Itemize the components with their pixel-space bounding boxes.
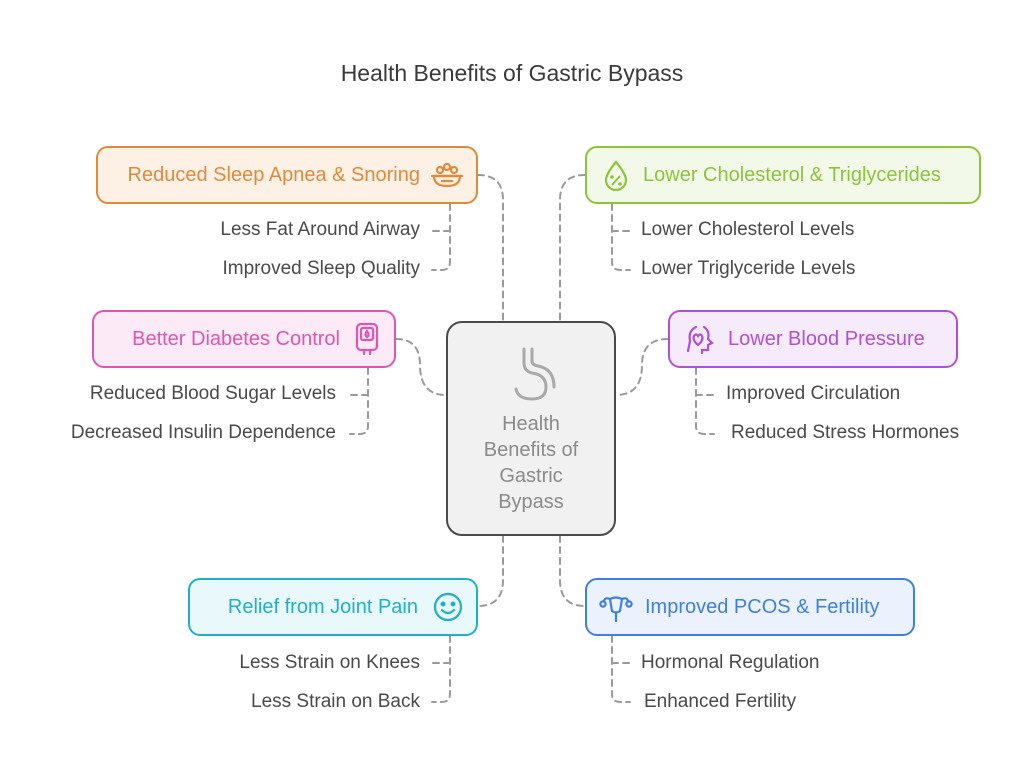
branch-label: Lower Blood Pressure [728, 327, 925, 350]
branch-joint-pain: Relief from Joint Pain [188, 578, 478, 636]
branch-label: Better Diabetes Control [132, 327, 340, 350]
sub-item: Lower Triglyceride Levels [641, 258, 856, 279]
sub-item: Improved Sleep Quality [222, 258, 421, 279]
sub-item: Decreased Insulin Dependence [70, 422, 336, 443]
head-heart-icon [686, 325, 714, 355]
branch-blood-pressure: Lower Blood Pressure [668, 310, 958, 368]
glucose-meter-icon [355, 322, 379, 356]
diagram-title: Health Benefits of Gastric Bypass [340, 60, 684, 86]
stomach-icon [514, 347, 556, 401]
branch-diabetes: Better Diabetes Control [92, 310, 396, 368]
center-line-1: Health [502, 413, 560, 435]
percent-drop-icon [604, 160, 628, 191]
center-line-3: Gastric [499, 465, 563, 487]
smiley-face-icon [433, 592, 463, 622]
connector-diabetes [395, 338, 447, 396]
branch-label: Improved PCOS & Fertility [645, 595, 880, 618]
connector-cholesterol [559, 174, 586, 322]
branch-pcos: Improved PCOS & Fertility [585, 578, 915, 636]
branch-cholesterol: Lower Cholesterol & Triglycerides [585, 146, 981, 204]
sub-item: Reduced Stress Hormones [731, 422, 960, 443]
sub-item: Less Fat Around Airway [220, 219, 420, 240]
center-line-4: Bypass [498, 491, 564, 513]
sub-item: Enhanced Fertility [644, 691, 797, 712]
branch-label: Reduced Sleep Apnea & Snoring [127, 163, 420, 186]
sub-item: Hormonal Regulation [641, 652, 820, 673]
uterus-icon [599, 596, 633, 623]
lungs-icon [430, 162, 464, 188]
sub-item: Less Strain on Back [251, 691, 420, 712]
sub-item: Less Strain on Knees [239, 652, 420, 673]
connector-joint-pain [477, 535, 504, 607]
branch-sleep-apnea: Reduced Sleep Apnea & Snoring [96, 146, 478, 204]
connector-pcos [559, 535, 586, 607]
center-line-2: Benefits of [483, 439, 579, 461]
connector-sleep-apnea [477, 174, 504, 322]
sub-item: Improved Circulation [726, 383, 901, 404]
sub-item: Reduced Blood Sugar Levels [89, 383, 336, 404]
branch-label: Lower Cholesterol & Triglycerides [643, 163, 941, 186]
sub-item: Lower Cholesterol Levels [641, 219, 855, 240]
center-node: Health Benefits of Gastric Bypass [446, 321, 616, 536]
branch-label: Relief from Joint Pain [227, 595, 418, 618]
connector-blood-pressure [615, 338, 669, 396]
